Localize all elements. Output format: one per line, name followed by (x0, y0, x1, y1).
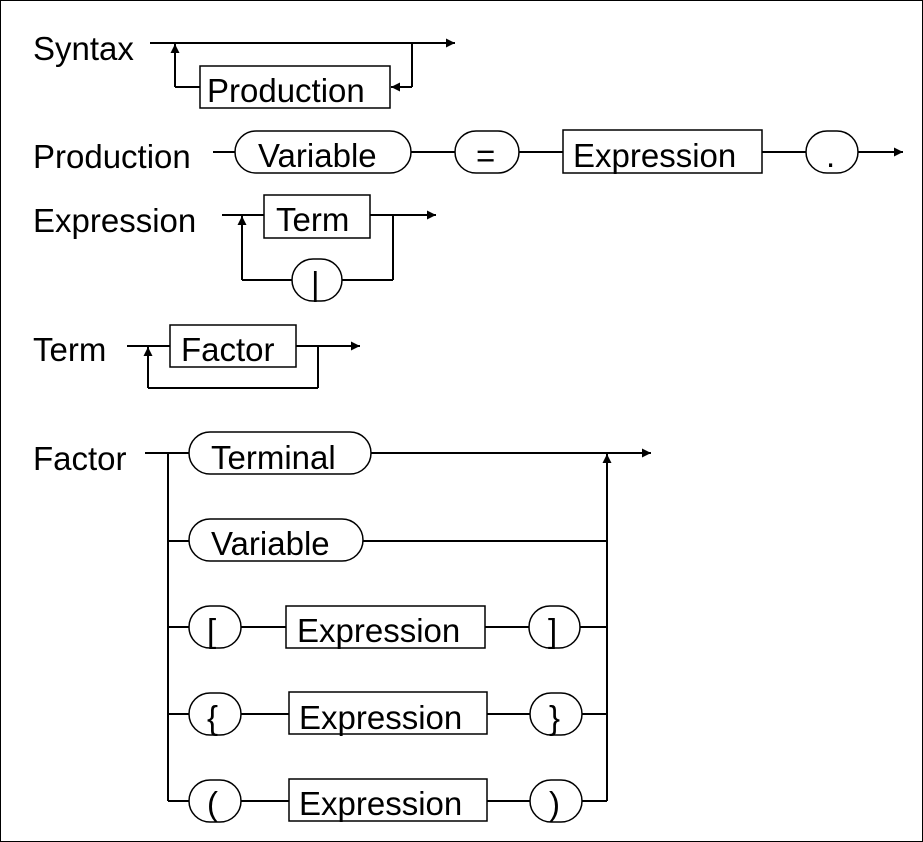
production-period-label: . (826, 137, 835, 174)
rule-name-production: Production (33, 138, 191, 175)
production-equals-label: = (476, 137, 495, 174)
factor-variable-label: Variable (211, 525, 330, 562)
rule-expression: Expression Term | (33, 194, 436, 302)
production-variable-label: Variable (258, 137, 377, 174)
expression-term-box (263, 194, 371, 239)
factor-bracket-expression-box (285, 605, 486, 649)
factor-close-paren-label: ) (549, 785, 560, 822)
factor-paren-expression-label: Expression (299, 785, 462, 822)
rule-name-factor: Factor (33, 440, 127, 477)
rule-production: Production Variable = Expression . (33, 129, 903, 175)
rule-syntax: Syntax Production (33, 30, 455, 109)
factor-open-bracket-label: [ (207, 612, 216, 649)
rule-factor: Factor Terminal Variable [ Expression ] … (33, 431, 651, 823)
syntax-production-box (199, 65, 391, 109)
factor-close-bracket-label: ] (548, 612, 557, 649)
production-expression-label: Expression (573, 137, 736, 174)
factor-brace-expression-label: Expression (299, 699, 462, 736)
rule-name-syntax: Syntax (33, 30, 134, 67)
rule-name-expression: Expression (33, 202, 196, 239)
expression-bar-label: | (311, 265, 320, 302)
factor-open-paren-label: ( (207, 785, 218, 822)
rule-term: Term Factor (33, 324, 360, 389)
factor-bracket-expression-label: Expression (297, 612, 460, 649)
factor-close-brace-label: } (549, 699, 560, 736)
syntax-production-label: Production (207, 72, 365, 109)
factor-open-brace-label: { (207, 699, 218, 736)
term-factor-label: Factor (181, 331, 275, 368)
factor-terminal-terminal (188, 431, 372, 475)
expression-term-label: Term (276, 201, 349, 238)
factor-terminal-label: Terminal (211, 439, 336, 476)
factor-paren-expression-box (288, 778, 488, 822)
rule-name-term: Term (33, 331, 106, 368)
